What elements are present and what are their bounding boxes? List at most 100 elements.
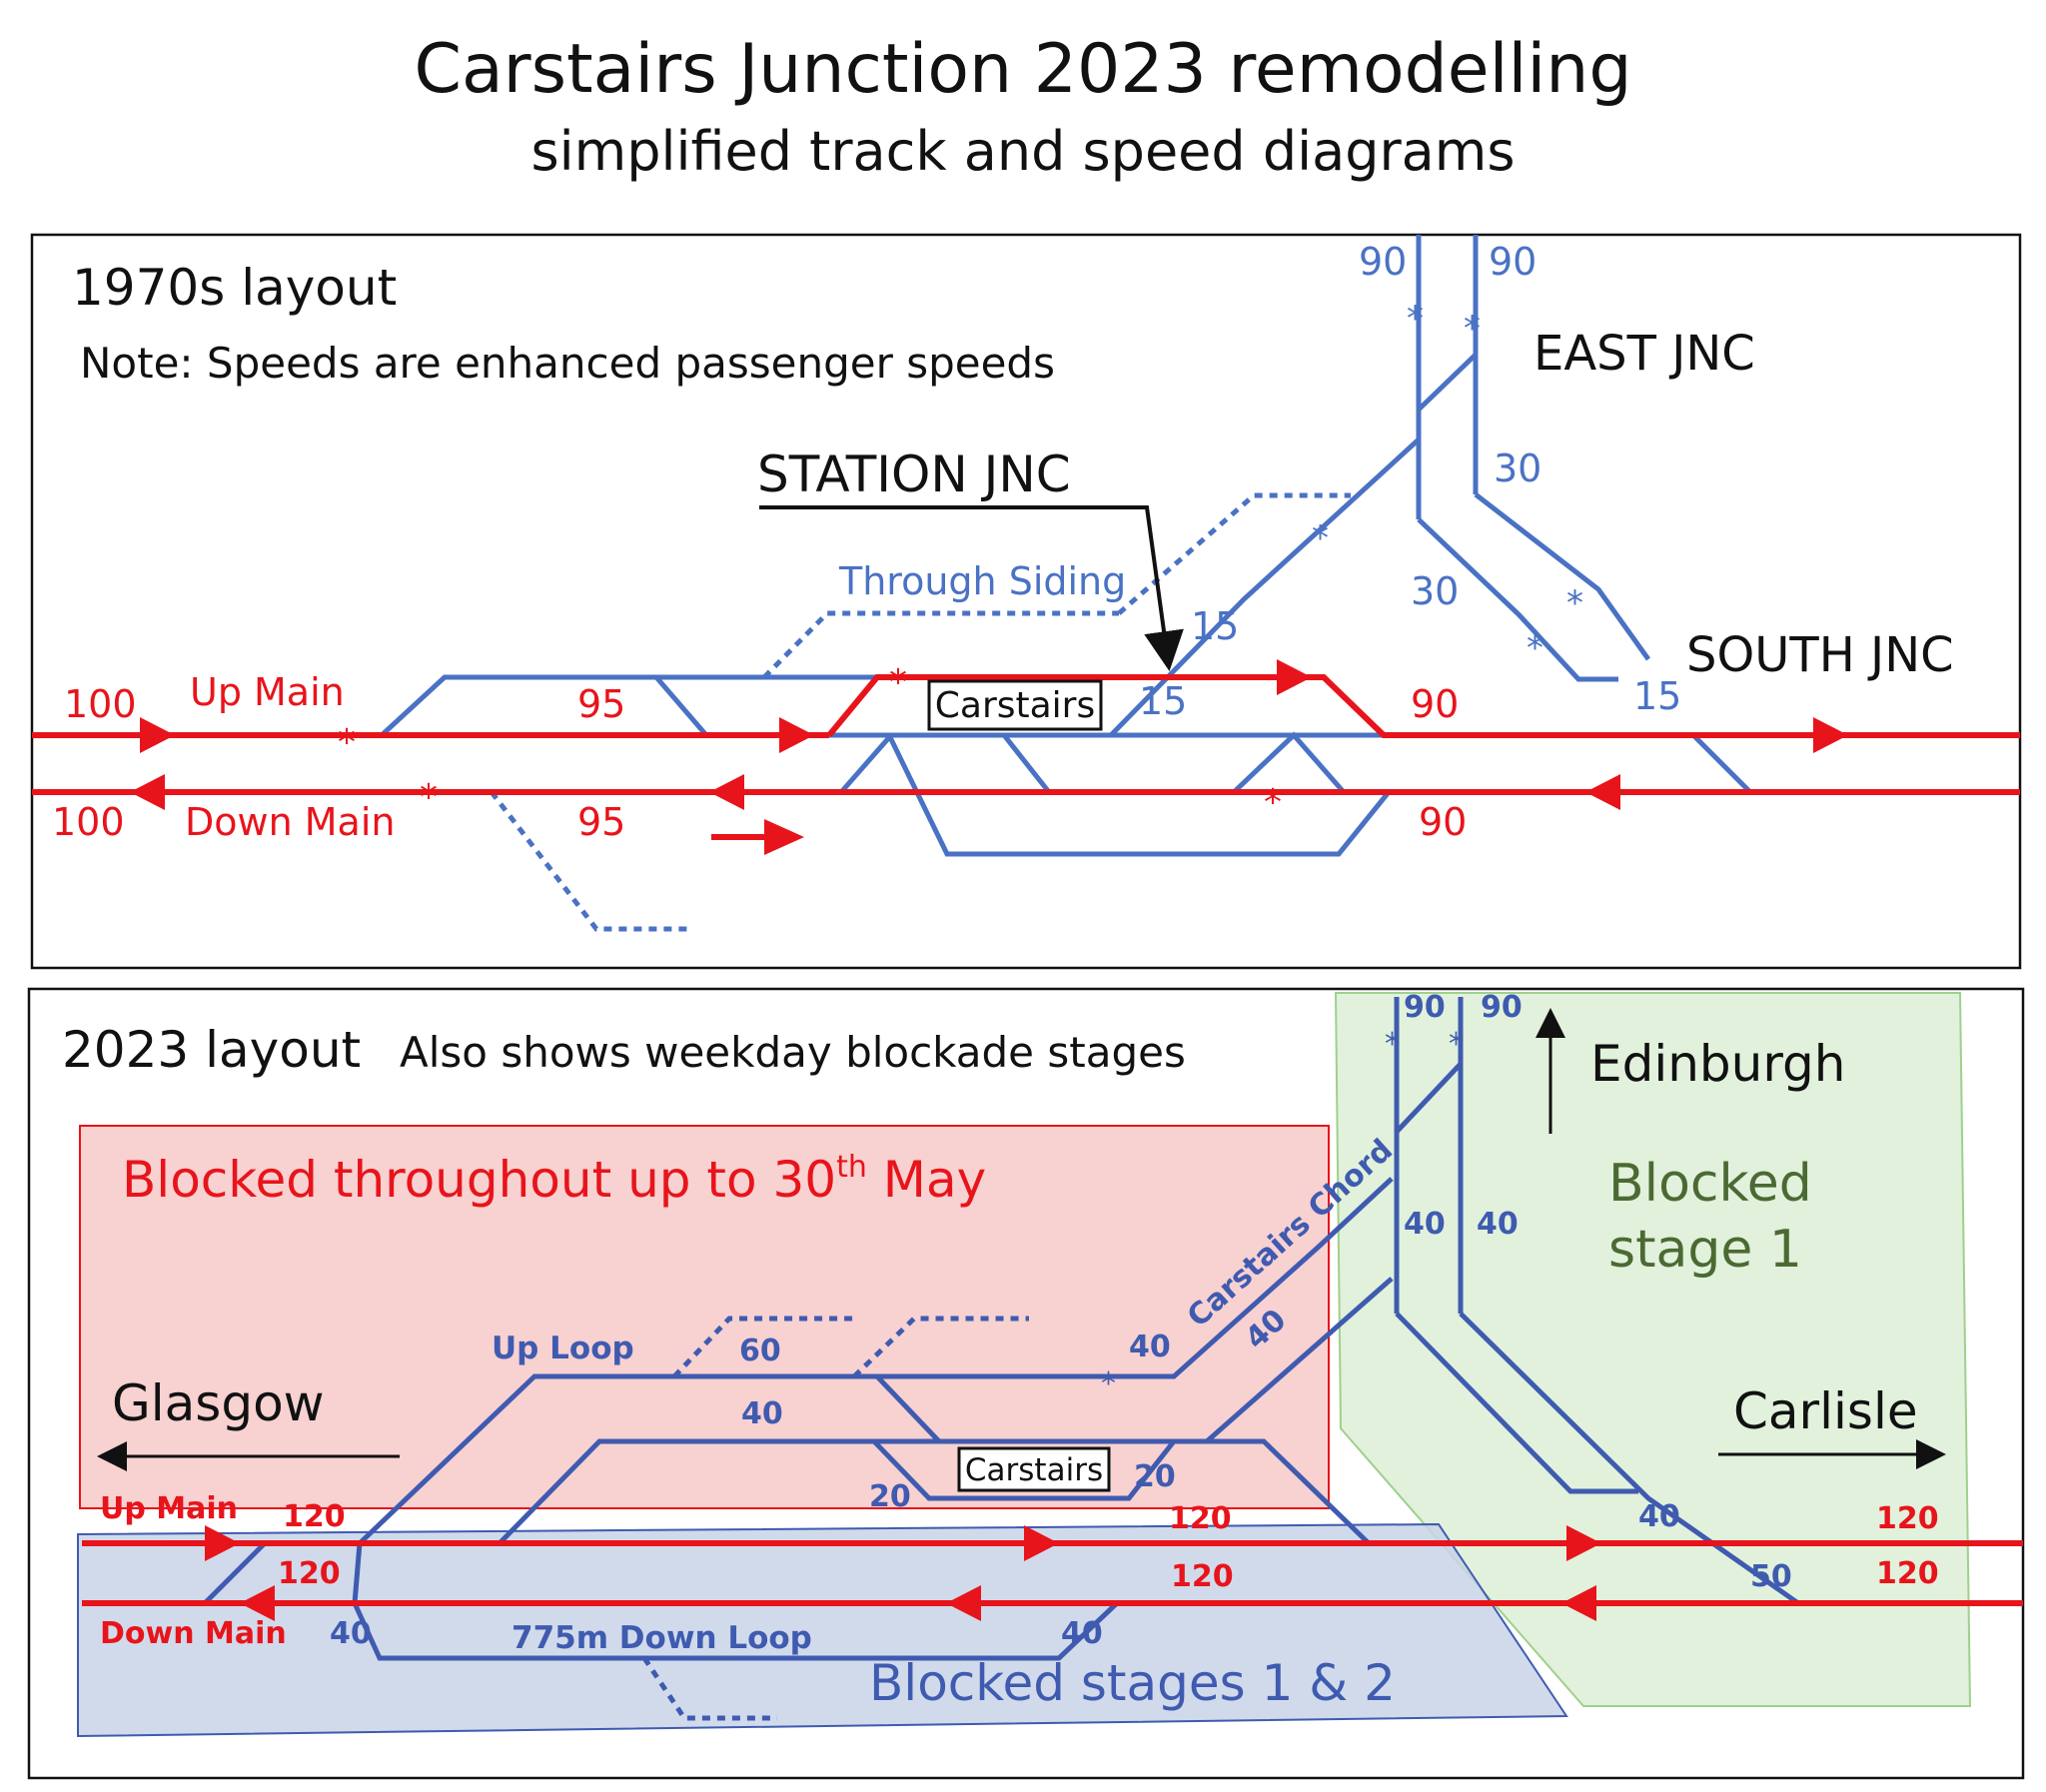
station-jnc-label: STATION JNC xyxy=(757,446,1071,503)
asterisk-down-mid: * xyxy=(1264,782,1282,823)
down-arrow-3 xyxy=(1585,774,1620,810)
edinburgh-label: Edinburgh xyxy=(1590,1035,1845,1093)
asterisk-east-left: * xyxy=(1407,299,1424,339)
speed-down-100: 100 xyxy=(52,800,125,844)
speed-top-90-left: 90 xyxy=(1404,990,1446,1025)
speed-south-50: 50 xyxy=(1750,1559,1792,1594)
south-jnc-label: SOUTH JNC xyxy=(1686,627,1954,683)
up-arrow-3 xyxy=(1277,659,1312,695)
panel-1970s-note: Note: Speeds are enhanced passenger spee… xyxy=(80,339,1055,388)
south-leg-left xyxy=(1417,517,1618,682)
speed-top-90-right: 90 xyxy=(1481,990,1523,1025)
down-loop-inner xyxy=(1232,731,1346,794)
page-subtitle: simplified track and speed diagrams xyxy=(530,120,1515,183)
chord-1970s xyxy=(1109,438,1421,737)
station-name-1970s: Carstairs xyxy=(935,685,1096,726)
up-main-red-platform xyxy=(826,674,2020,738)
blocked-stage-1-line-1: Blocked xyxy=(1608,1154,1812,1214)
through-siding-label: Through Siding xyxy=(838,559,1126,603)
speed-v40-left: 40 xyxy=(1404,1207,1446,1242)
station-loop-block xyxy=(839,732,1051,794)
speed-up-120-left: 120 xyxy=(283,1499,346,1534)
station-jnc-pointer xyxy=(759,505,1184,671)
down-arrow-2023-1 xyxy=(240,1585,275,1621)
zone-blocked-throughout xyxy=(79,1125,1330,1509)
station-box-1970s xyxy=(927,679,1103,731)
sidings-2023-dotted xyxy=(641,1316,1029,1721)
speed-15-chord: 15 xyxy=(1191,604,1239,648)
station-name-2023: Carstairs xyxy=(965,1452,1103,1488)
speed-up-120-mid: 120 xyxy=(1169,1501,1232,1536)
panel-2023-subheading: Also shows weekday blockade stages xyxy=(400,1028,1186,1077)
up-arrow-2 xyxy=(779,717,814,753)
down-arrow-2023-2 xyxy=(946,1585,981,1621)
down-arrow-1 xyxy=(130,774,165,810)
up-crossover-left xyxy=(380,674,708,737)
chord-lower xyxy=(1205,1277,1394,1443)
platform-loop-track xyxy=(498,1438,1371,1545)
panel-2023-heading: 2023 layout xyxy=(62,1021,361,1079)
up-main-2023-label: Up Main xyxy=(100,1491,238,1526)
blocked-throughout-end: May xyxy=(867,1151,986,1209)
speed-30-right: 30 xyxy=(1494,447,1541,490)
speed-15-south: 15 xyxy=(1633,674,1681,718)
arrows-1970s xyxy=(130,659,1848,855)
asterisk-loop: * xyxy=(1101,1366,1116,1401)
down-main-crossover xyxy=(203,1541,267,1605)
asterisk-down-left: * xyxy=(420,777,438,818)
asterisk-top-right: * xyxy=(1449,1027,1464,1062)
south-leg-2023-right xyxy=(1459,1312,1800,1606)
labels-1970s: Up Main Down Main 100 100 95 95 90 90 * … xyxy=(52,240,1954,844)
speed-up-95: 95 xyxy=(577,682,625,726)
south-leg-2023-left xyxy=(1395,1312,1638,1494)
panel-1970s: 1970s layout Note: Speeds are enhanced p… xyxy=(30,233,2022,970)
asterisk-south-right: * xyxy=(1566,583,1583,623)
up-arrow-2023-3 xyxy=(1566,1525,1601,1561)
speed-up-90: 90 xyxy=(1411,682,1459,726)
up-arrow-2023-2 xyxy=(1024,1525,1059,1561)
panel-1970s-heading: 1970s layout xyxy=(72,259,397,317)
platform-road xyxy=(872,1439,1176,1501)
speed-loop-40-mid: 40 xyxy=(741,1396,783,1431)
speed-loop-40-right: 40 xyxy=(1129,1330,1171,1364)
asterisk-platform: * xyxy=(889,662,907,703)
east-jnc-label: EAST JNC xyxy=(1534,326,1755,382)
up-loop-label: Up Loop xyxy=(492,1331,634,1366)
page-title: Carstairs Junction 2023 remodelling xyxy=(414,30,1631,109)
speed-90-east-left: 90 xyxy=(1359,240,1407,284)
down-main-2023-label: Down Main xyxy=(100,1616,287,1651)
panel-2023: 2023 layout Also shows weekday blockade … xyxy=(27,987,2025,1780)
station-box-2023 xyxy=(957,1446,1111,1492)
blocked-throughout-label: Blocked throughout up to 30th May xyxy=(122,1150,986,1209)
speed-loop-60: 60 xyxy=(739,1334,781,1368)
down-arrow-2023-3 xyxy=(1561,1585,1596,1621)
zone-blocked-stages-1-2 xyxy=(77,1522,1568,1738)
blocked-throughout-sup: th xyxy=(836,1150,867,1185)
speed-south-40: 40 xyxy=(1638,1499,1680,1534)
blocked-stage-1-line-2: stage 1 xyxy=(1608,1220,1802,1280)
asterisk-east-right: * xyxy=(1464,309,1481,349)
glasgow-label: Glasgow xyxy=(112,1374,325,1432)
speed-down-120-mid: 120 xyxy=(1171,1559,1234,1594)
sidings-1970s-dotted xyxy=(490,492,1351,932)
down-arrow-2 xyxy=(709,774,744,810)
speed-plat-20-left: 20 xyxy=(869,1479,911,1514)
south-leg-right xyxy=(1474,492,1651,661)
through-siding xyxy=(762,610,1119,679)
speed-90-east-right: 90 xyxy=(1489,240,1536,284)
up-arrow-2023-1 xyxy=(205,1525,240,1561)
speed-15-station: 15 xyxy=(1139,679,1187,723)
standalone-arrow-head xyxy=(764,819,804,855)
speed-down-120-right: 120 xyxy=(1876,1556,1939,1591)
asterisk-south-left: * xyxy=(1527,628,1543,668)
up-loop-to-platform xyxy=(875,1374,941,1443)
down-loop-2023 xyxy=(352,1601,1119,1661)
carlisle-label: Carlisle xyxy=(1733,1382,1918,1440)
down-loop-label: 775m Down Loop xyxy=(512,1620,812,1656)
asterisk-up-left: * xyxy=(338,722,356,763)
blocked-stages-1-2-label: Blocked stages 1 & 2 xyxy=(869,1654,1396,1712)
siding-2023-1 xyxy=(672,1316,859,1378)
south-crossover xyxy=(1691,733,1752,794)
